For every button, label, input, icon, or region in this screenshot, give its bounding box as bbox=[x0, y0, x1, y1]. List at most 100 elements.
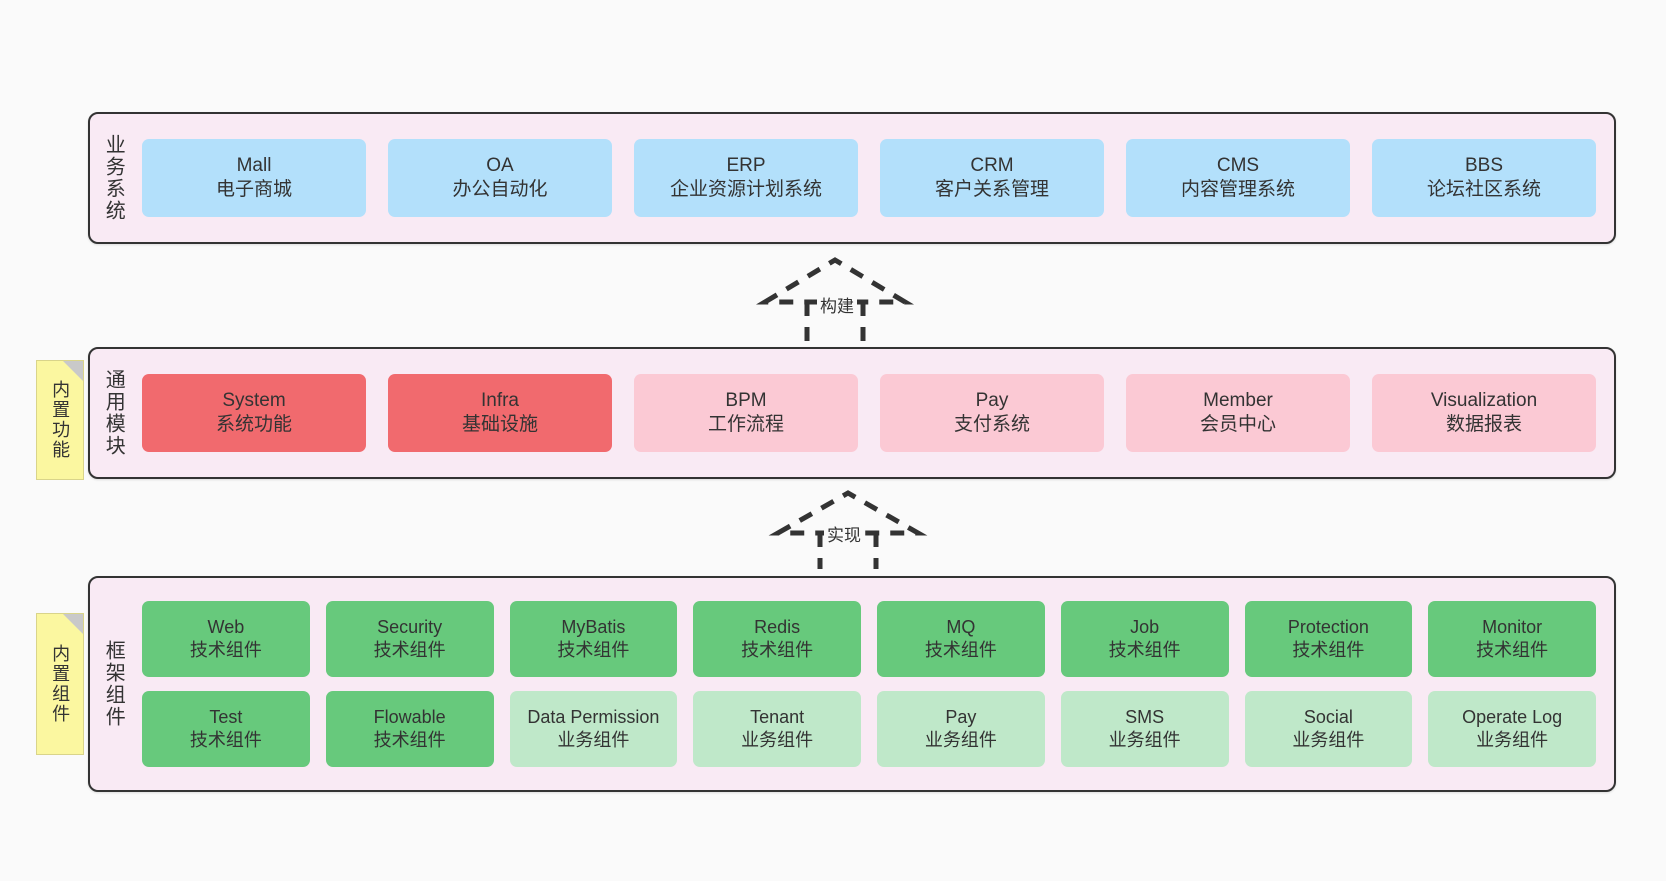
layer-title-common: 通用模块 bbox=[102, 369, 125, 457]
card-title-en: Redis bbox=[754, 616, 801, 637]
card-title-en: Job bbox=[1130, 616, 1160, 637]
card-title-cn: 支付系统 bbox=[953, 414, 1030, 435]
layer-title-business: 业务系统 bbox=[102, 134, 125, 222]
card-title-cn: 数据报表 bbox=[1445, 414, 1522, 435]
card-operate-log[interactable]: Operate Log 业务组件 bbox=[1428, 691, 1596, 767]
card-title-en: SMS bbox=[1125, 706, 1165, 727]
card-title-en: Security bbox=[377, 616, 443, 637]
card-system[interactable]: System 系统功能 bbox=[142, 374, 366, 452]
card-erp[interactable]: ERP 企业资源计划系统 bbox=[634, 139, 858, 217]
connector-implement: 实现 bbox=[768, 487, 928, 569]
connector-label-build: 构建 bbox=[817, 292, 857, 317]
card-mq[interactable]: MQ 技术组件 bbox=[877, 601, 1045, 677]
card-title-en: Operate Log bbox=[1462, 706, 1563, 727]
card-title-cn: 基础设施 bbox=[461, 414, 538, 435]
card-member[interactable]: Member 会员中心 bbox=[1126, 374, 1350, 452]
card-title-en: Tenant bbox=[750, 706, 805, 727]
card-protection[interactable]: Protection 技术组件 bbox=[1244, 601, 1413, 677]
layer-framework-components: 框架组件 Web 技术组件 Security 技术组件 MyBatis 技术组件… bbox=[88, 576, 1616, 792]
card-social[interactable]: Social 业务组件 bbox=[1244, 691, 1413, 767]
card-web[interactable]: Web 技术组件 bbox=[142, 601, 310, 677]
layer-common-modules: 通用模块 System 系统功能 Infra 基础设施 BPM 工作流程 Pay… bbox=[88, 347, 1616, 479]
card-title-en: Pay bbox=[945, 706, 977, 727]
card-title-en: Web bbox=[207, 616, 245, 637]
card-title-cn: 企业资源计划系统 bbox=[669, 179, 822, 200]
card-redis[interactable]: Redis 技术组件 bbox=[693, 601, 861, 677]
card-test[interactable]: Test 技术组件 bbox=[142, 691, 310, 767]
card-row: Mall 电子商城 OA 办公自动化 ERP 企业资源计划系统 CRM 客户关系… bbox=[142, 139, 1596, 217]
card-mall[interactable]: Mall 电子商城 bbox=[142, 139, 366, 217]
card-title-cn: 会员中心 bbox=[1199, 414, 1276, 435]
card-title-cn: 电子商城 bbox=[215, 179, 292, 200]
card-pay-component[interactable]: Pay 业务组件 bbox=[877, 691, 1045, 767]
card-title-cn: 业务组件 bbox=[1108, 730, 1181, 750]
card-data-permission[interactable]: Data Permission 业务组件 bbox=[509, 691, 678, 767]
card-title-en: CMS bbox=[1216, 154, 1260, 176]
card-flowable[interactable]: Flowable 技术组件 bbox=[325, 691, 494, 767]
layer-title-framework: 框架组件 bbox=[102, 640, 125, 728]
card-title-cn: 技术组件 bbox=[373, 730, 446, 750]
layer-body-framework: Web 技术组件 Security 技术组件 MyBatis 技术组件 Redi… bbox=[136, 578, 1614, 790]
card-title-cn: 业务组件 bbox=[557, 730, 630, 750]
card-title-en: Pay bbox=[975, 389, 1009, 411]
card-security[interactable]: Security 技术组件 bbox=[325, 601, 494, 677]
card-title-cn: 技术组件 bbox=[1292, 640, 1365, 660]
card-title-cn: 业务组件 bbox=[924, 730, 997, 750]
card-title-en: OA bbox=[486, 154, 514, 176]
card-row: System 系统功能 Infra 基础设施 BPM 工作流程 Pay 支付系统… bbox=[142, 374, 1596, 452]
card-title-en: BBS bbox=[1464, 154, 1504, 176]
card-bpm[interactable]: BPM 工作流程 bbox=[634, 374, 858, 452]
card-title-cn: 技术组件 bbox=[189, 640, 262, 660]
card-title-en: System bbox=[222, 389, 286, 411]
card-title-en: CRM bbox=[970, 154, 1014, 176]
card-title-cn: 系统功能 bbox=[215, 414, 292, 435]
card-title-en: MQ bbox=[946, 616, 976, 637]
layer-business-systems: 业务系统 Mall 电子商城 OA 办公自动化 ERP 企业资源计划系统 CRM… bbox=[88, 112, 1616, 244]
card-title-en: Member bbox=[1203, 389, 1273, 411]
card-title-en: Social bbox=[1303, 706, 1353, 727]
card-title-cn: 业务组件 bbox=[1476, 730, 1549, 750]
card-title-en: Mall bbox=[236, 154, 272, 176]
card-title-en: Infra bbox=[480, 389, 520, 411]
card-tenant[interactable]: Tenant 业务组件 bbox=[693, 691, 861, 767]
card-title-cn: 办公自动化 bbox=[452, 179, 548, 200]
card-row-business: Test 技术组件 Flowable 技术组件 Data Permission … bbox=[142, 691, 1596, 767]
card-title-en: Visualization bbox=[1430, 389, 1538, 411]
layer-body-business: Mall 电子商城 OA 办公自动化 ERP 企业资源计划系统 CRM 客户关系… bbox=[136, 114, 1614, 242]
card-title-cn: 客户关系管理 bbox=[934, 179, 1049, 200]
card-infra[interactable]: Infra 基础设施 bbox=[388, 374, 612, 452]
card-title-cn: 技术组件 bbox=[741, 640, 814, 660]
card-title-cn: 业务组件 bbox=[741, 730, 814, 750]
sticky-note-builtin-components: 内置组件 bbox=[36, 613, 84, 755]
card-job[interactable]: Job 技术组件 bbox=[1060, 601, 1229, 677]
card-title-cn: 工作流程 bbox=[707, 414, 784, 435]
connector-label-implement: 实现 bbox=[824, 521, 864, 546]
card-title-cn: 技术组件 bbox=[924, 640, 997, 660]
connector-build: 构建 bbox=[755, 254, 915, 346]
card-sms[interactable]: SMS 业务组件 bbox=[1060, 691, 1229, 767]
card-title-en: Test bbox=[209, 706, 243, 727]
card-title-cn: 内容管理系统 bbox=[1180, 179, 1295, 200]
card-title-en: Monitor bbox=[1482, 616, 1543, 637]
card-pay-module[interactable]: Pay 支付系统 bbox=[880, 374, 1104, 452]
card-title-en: Data Permission bbox=[527, 706, 660, 727]
card-mybatis[interactable]: MyBatis 技术组件 bbox=[509, 601, 678, 677]
card-title-cn: 技术组件 bbox=[557, 640, 630, 660]
card-crm[interactable]: CRM 客户关系管理 bbox=[880, 139, 1104, 217]
card-title-cn: 技术组件 bbox=[1476, 640, 1549, 660]
layer-body-common: System 系统功能 Infra 基础设施 BPM 工作流程 Pay 支付系统… bbox=[136, 349, 1614, 477]
card-bbs[interactable]: BBS 论坛社区系统 bbox=[1372, 139, 1596, 217]
card-title-en: Protection bbox=[1287, 616, 1369, 637]
card-oa[interactable]: OA 办公自动化 bbox=[388, 139, 612, 217]
card-title-en: MyBatis bbox=[561, 616, 626, 637]
card-title-en: Flowable bbox=[373, 706, 446, 727]
card-cms[interactable]: CMS 内容管理系统 bbox=[1126, 139, 1350, 217]
card-visualization[interactable]: Visualization 数据报表 bbox=[1372, 374, 1596, 452]
card-monitor[interactable]: Monitor 技术组件 bbox=[1428, 601, 1596, 677]
card-row-tech: Web 技术组件 Security 技术组件 MyBatis 技术组件 Redi… bbox=[142, 601, 1596, 677]
card-title-cn: 业务组件 bbox=[1292, 730, 1365, 750]
card-title-cn: 技术组件 bbox=[1108, 640, 1181, 660]
card-title-en: ERP bbox=[726, 154, 766, 176]
card-title-cn: 技术组件 bbox=[373, 640, 446, 660]
